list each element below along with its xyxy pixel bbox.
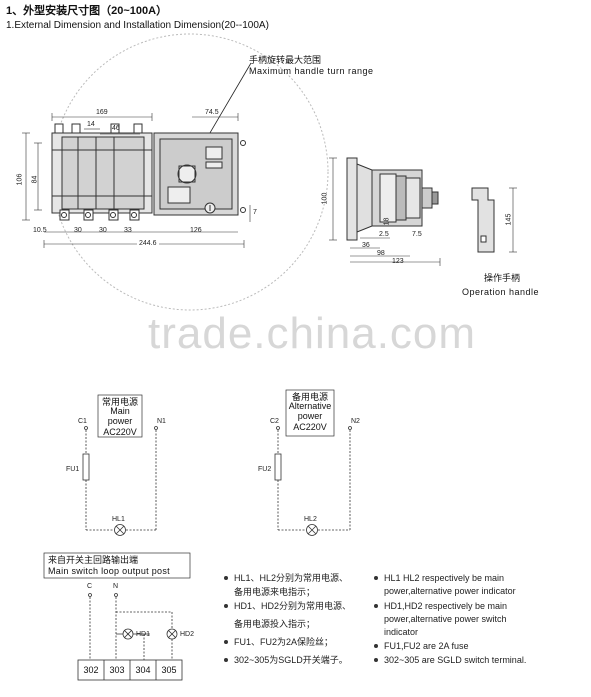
side-dim-123: 123 [392, 258, 404, 265]
side-dim-100: 100 [321, 192, 329, 205]
terminal-302: 302 [83, 665, 99, 675]
terminal-304: 304 [135, 665, 151, 675]
dim-30a: 30 [74, 227, 82, 234]
operation-handle-en: Operation handle [462, 287, 540, 297]
note-cn-5: FU1、FU2为2A保险丝； [234, 637, 334, 647]
alt-n2: N2 [351, 418, 360, 425]
main-fu1: FU1 [66, 466, 80, 473]
note-en-2: power,alternative power indicator [384, 586, 516, 596]
alt-c2: C2 [270, 418, 279, 425]
dim-244-6: 244.6 [137, 240, 159, 247]
operation-handle-cn: 操作手柄 [484, 273, 521, 283]
dim-33: 33 [124, 227, 132, 234]
note-cn-6: 302~305为SGLD开关端子。 [234, 655, 348, 665]
note-en-3: HD1,HD2 respectively be main [384, 601, 508, 611]
dim-106: 106 [16, 173, 24, 186]
note-en-7: 302~305 are SGLD switch terminal. [384, 655, 527, 665]
note-cn-4: 备用电源投入指示； [234, 619, 316, 629]
side-dims [329, 157, 441, 266]
side-dim-18: 18 [383, 217, 391, 226]
note-en-5: indicator [384, 627, 419, 637]
note-cn-3: HD1、HD2分别为常用电源、 [234, 601, 352, 611]
side-dim-7-5: 7.5 [412, 231, 422, 238]
front-view [51, 123, 246, 221]
dim-84: 84 [31, 175, 39, 184]
main-n1: N1 [157, 418, 166, 425]
side-dim-2-5: 2.5 [379, 231, 389, 238]
alt-power-voltage: AC220V [293, 422, 327, 433]
main-power-en: Main power [107, 406, 133, 426]
dim-30b: 30 [99, 227, 107, 234]
note-cn-1: HL1、HL2分别为常用电源、 [234, 573, 349, 583]
note-en-1: HL1 HL2 respectively be main [384, 573, 505, 583]
terminal-303: 303 [109, 665, 125, 675]
note-en-6: FU1,FU2 are 2A fuse [384, 641, 469, 651]
dim-7: 7 [253, 209, 257, 216]
dim-74-5: 74.5 [205, 109, 219, 116]
alt-power-circuit [274, 389, 352, 536]
loop-n: N [113, 583, 119, 590]
heading-en: 1.External Dimension and Installation Di… [6, 20, 269, 31]
alt-power-cn: 备用电源 [291, 392, 328, 402]
note-bullets [224, 576, 378, 662]
main-power-voltage: AC220V [103, 427, 137, 438]
alt-hl2: HL2 [304, 516, 317, 523]
main-power-box: 常用电源 Main power AC220V [98, 397, 142, 438]
main-c1: C1 [78, 418, 87, 425]
alt-power-box: 备用电源 Alternative power AC220V [286, 392, 334, 433]
dim-46: 46 [112, 125, 120, 132]
handle-range-en: Maximum handle turn range [249, 66, 374, 76]
watermark: trade.china.com [148, 309, 477, 358]
handle-range-cn: 手柄旋转最大范围 [249, 55, 322, 65]
dim-14: 14 [87, 121, 95, 128]
main-hl1: HL1 [112, 516, 125, 523]
loop-hd1: HD1 [136, 631, 151, 638]
heading-cn: 1、外型安装尺寸图（20~100A） [6, 5, 168, 17]
dim-10-5: 10.5 [33, 227, 47, 234]
alt-fu2: FU2 [258, 466, 272, 473]
loop-output-cn: 来自开关主回路输出端 [48, 555, 139, 565]
alt-power-en: Alternative power [288, 401, 332, 421]
handle-dim-145: 145 [505, 213, 513, 226]
side-view [346, 157, 439, 241]
main-power-circuit [82, 394, 158, 536]
main-power-cn: 常用电源 [101, 397, 138, 407]
loop-output-en: Main switch loop output post [48, 566, 170, 576]
terminal-305: 305 [161, 665, 177, 675]
loop-c: C [87, 583, 93, 590]
loop-output-circuit [43, 552, 191, 681]
note-cn-2: 备用电源来电指示； [234, 587, 316, 597]
dim-126: 126 [190, 227, 202, 234]
operation-handle-drawing [471, 187, 517, 253]
side-dim-36: 36 [362, 242, 370, 249]
note-en-4: power,alternative power switch [384, 614, 507, 624]
side-dim-98: 98 [377, 250, 385, 257]
loop-hd2: HD2 [180, 631, 195, 638]
dim-169: 169 [96, 109, 108, 116]
